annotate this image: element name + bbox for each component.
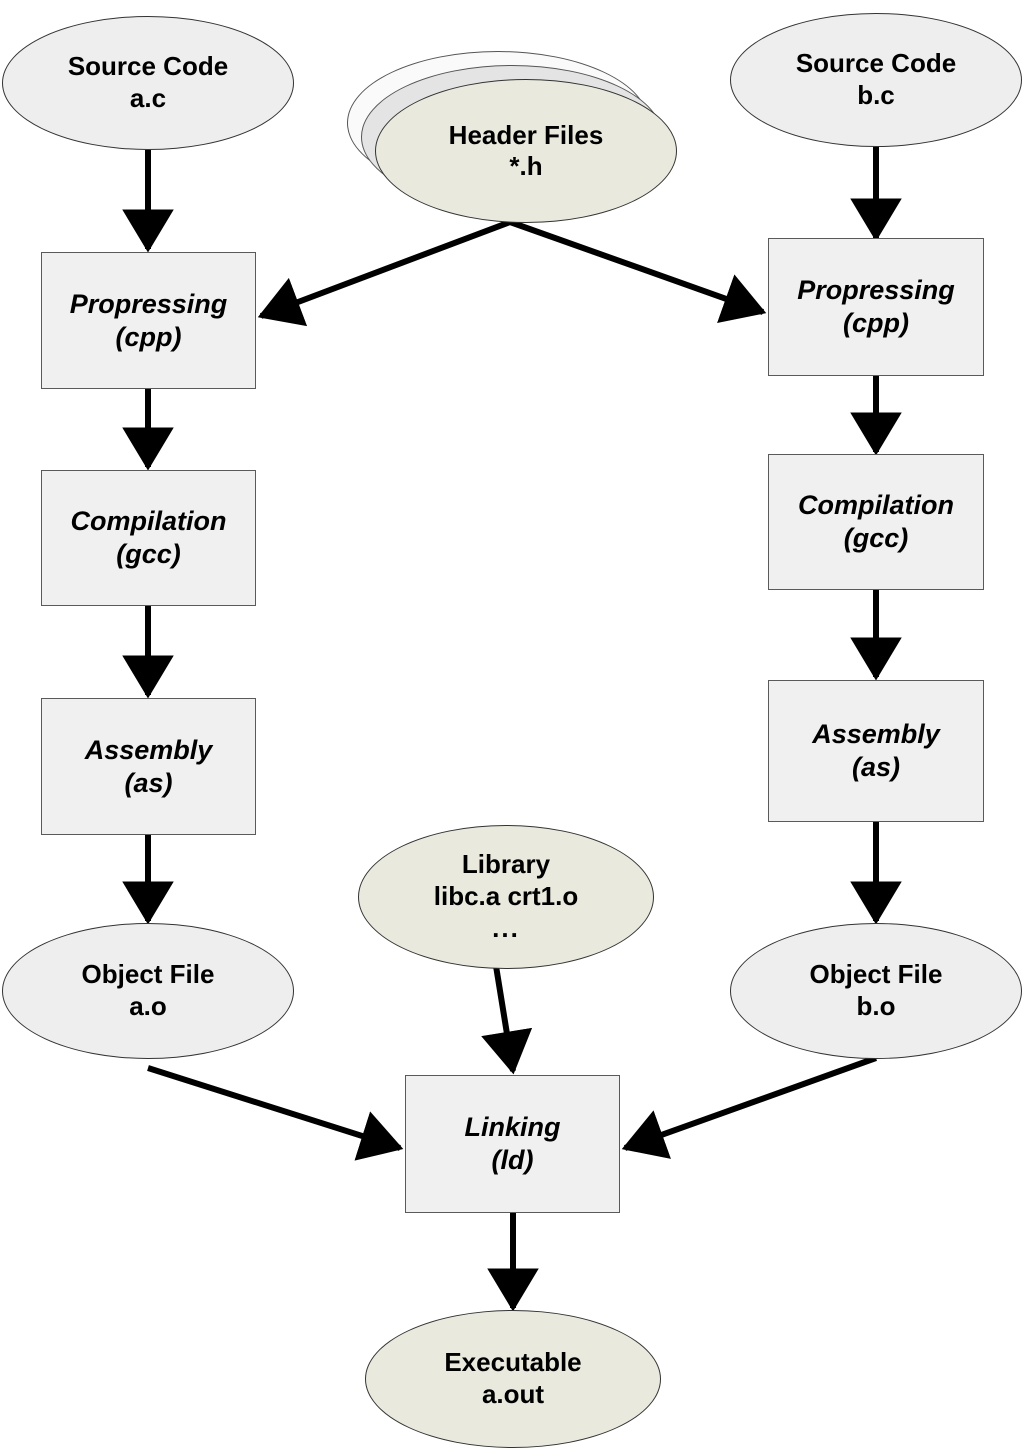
- edge-object-a-to-linking: [147, 1065, 404, 1161]
- node-label-line: Object File: [809, 959, 943, 990]
- node-compilation-b[interactable]: Compilation (gcc): [768, 454, 984, 590]
- node-label-line: ...: [492, 912, 520, 943]
- edge-library-to-linking: [481, 965, 533, 1075]
- node-label-line: b.o: [856, 991, 896, 1021]
- node-label-line: a.c: [129, 83, 167, 113]
- node-label-line: Compilation: [798, 490, 954, 521]
- edge-header-to-preprocess-b: [508, 219, 767, 324]
- node-label-line: Propressing: [797, 275, 955, 306]
- node-source-code-b[interactable]: Source Code b.c: [730, 13, 1022, 147]
- edge-object-b-to-linking: [621, 1055, 878, 1159]
- node-header-files[interactable]: Header Files *.h: [347, 51, 677, 223]
- node-label-line: a.out: [481, 1379, 545, 1409]
- node-library[interactable]: Library libc.a crt1.o ...: [358, 825, 654, 969]
- edge-header-to-preprocess-a: [257, 219, 512, 327]
- node-object-file-b[interactable]: Object File b.o: [730, 923, 1022, 1059]
- node-label-line: Source Code: [795, 48, 957, 79]
- node-label-line: Assembly: [84, 734, 213, 765]
- node-object-file-a[interactable]: Object File a.o: [2, 923, 294, 1059]
- node-label-line: Linking: [464, 1112, 561, 1143]
- node-label-line: Object File: [81, 959, 215, 990]
- node-label-line: Assembly: [812, 719, 940, 750]
- node-label-line: (ld): [491, 1145, 534, 1175]
- node-label-line: *.h: [509, 151, 543, 181]
- node-label-line: Compilation: [70, 506, 227, 537]
- node-assembly-b[interactable]: Assembly (as): [768, 680, 984, 822]
- node-label-line: (as): [124, 767, 173, 798]
- node-label-line: Header Files: [448, 120, 604, 150]
- node-preprocessing-b[interactable]: Propressing (cpp): [768, 238, 984, 376]
- node-label-line: b.c: [857, 80, 895, 110]
- node-compilation-a[interactable]: Compilation (gcc): [41, 470, 256, 606]
- node-executable[interactable]: Executable a.out: [365, 1310, 661, 1448]
- node-preprocessing-a[interactable]: Propressing (cpp): [41, 252, 256, 389]
- node-source-code-a[interactable]: Source Code a.c: [2, 16, 294, 150]
- node-label-line: (gcc): [116, 539, 181, 569]
- node-label-line: Executable: [444, 1347, 582, 1378]
- node-label-line: Library: [461, 849, 551, 880]
- node-label-line: (gcc): [843, 523, 909, 553]
- node-label-line: Propressing: [69, 288, 228, 319]
- node-label-line: a.o: [129, 991, 167, 1021]
- node-linking[interactable]: Linking (ld): [405, 1075, 620, 1213]
- node-label-line: (cpp): [843, 308, 909, 338]
- stack-sheet-front: Header Files *.h: [375, 79, 677, 223]
- node-label-line: (as): [851, 752, 900, 782]
- node-label-line: (cpp): [115, 321, 182, 352]
- node-assembly-a[interactable]: Assembly (as): [41, 698, 256, 835]
- node-label-line: libc.a crt1.o: [433, 881, 579, 912]
- node-label-line: Source Code: [67, 51, 229, 82]
